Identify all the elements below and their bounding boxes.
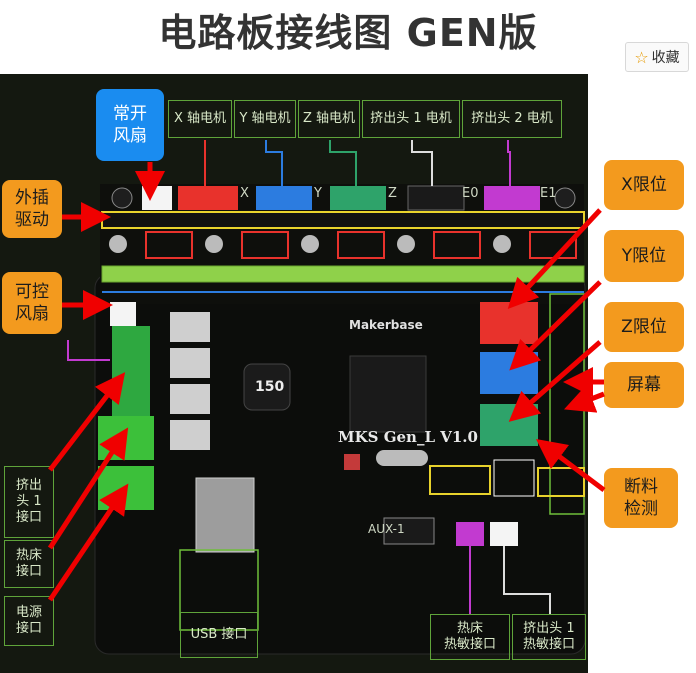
aux-label: AUX-1 [368, 522, 405, 536]
axis-z-label: Z [388, 186, 397, 201]
label-y-limit: Y限位 [604, 230, 684, 282]
arrow-hotbed [47, 427, 129, 550]
label-controllable-fan: 可控 风扇 [2, 272, 62, 334]
label-screen: 屏幕 [604, 362, 684, 408]
label-hotbed-port: 热床 接口 [4, 540, 54, 588]
label-power-port: 电源 接口 [4, 596, 54, 646]
label-e1-thermistor: 挤出头 1 热敏接口 [512, 614, 586, 660]
arrow-screen-2 [563, 384, 605, 413]
favorite-label: 收藏 [651, 50, 680, 66]
label-z-limit: Z限位 [604, 302, 684, 352]
arrow-filament [536, 439, 606, 492]
favorite-button[interactable]: ☆ 收藏 [625, 42, 689, 72]
label-e1-motor: 挤出头 1 电机 [362, 100, 460, 138]
arrow-extruder1 [48, 372, 126, 472]
arrow-y-limit [509, 280, 602, 371]
axis-e0-label: E0 [462, 186, 479, 201]
inductor-label: 150 [255, 379, 285, 395]
label-x-limit: X限位 [604, 160, 684, 210]
axis-y-label: Y [314, 186, 322, 201]
axis-e1-label: E1 [540, 186, 557, 201]
label-extruder1-port: 挤出 头 1 接口 [4, 466, 54, 538]
label-e2-motor: 挤出头 2 电机 [462, 100, 562, 138]
label-external-driver: 外插 驱动 [2, 180, 62, 238]
arrow-z-limit [508, 340, 602, 422]
board-brand: Makerbase [349, 318, 423, 332]
label-bed-thermistor: 热床 热敏接口 [430, 614, 510, 660]
label-filament-detect: 断料 检测 [604, 468, 678, 528]
label-x-motor: X 轴电机 [168, 100, 232, 138]
arrow-x-limit [507, 208, 602, 309]
label-z-motor: Z 轴电机 [298, 100, 360, 138]
axis-x-label: X [240, 186, 249, 201]
arrow-power [47, 483, 129, 602]
page-title: 电路板接线图 GEN版 [158, 11, 538, 55]
board-model: MKS Gen_L V1.0 [338, 428, 478, 446]
label-fan-always-on: 常开 风扇 [96, 89, 164, 161]
label-y-motor: Y 轴电机 [234, 100, 296, 138]
star-icon: ☆ [634, 47, 649, 67]
board-illustration [67, 140, 586, 655]
label-usb-port: USB 接口 [180, 612, 258, 658]
